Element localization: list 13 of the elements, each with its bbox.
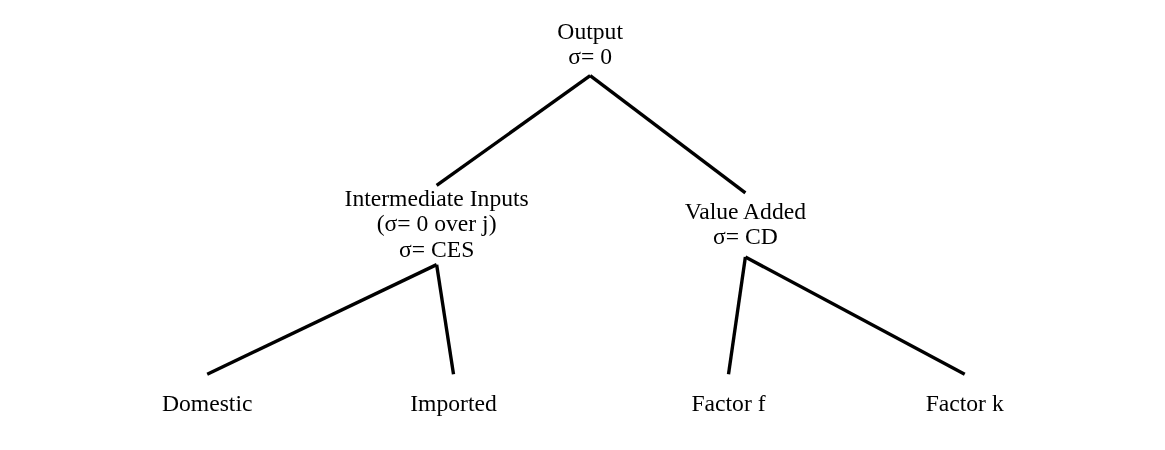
connector xyxy=(205,263,437,376)
node-text: Imported xyxy=(409,389,497,416)
connector xyxy=(726,256,747,375)
node-text: Value Added σ= CD xyxy=(684,197,806,249)
connector xyxy=(434,264,455,375)
connector xyxy=(588,74,746,195)
node-text: Domestic xyxy=(161,389,252,416)
node-text: Factor f xyxy=(690,389,766,416)
connector xyxy=(435,74,591,187)
connector xyxy=(744,255,965,376)
node-text: Factor k xyxy=(925,389,1004,416)
node-text: Output σ= 0 xyxy=(556,17,623,70)
node-text: Intermediate Inputs (σ= 0 over j) σ= CES xyxy=(344,184,529,262)
